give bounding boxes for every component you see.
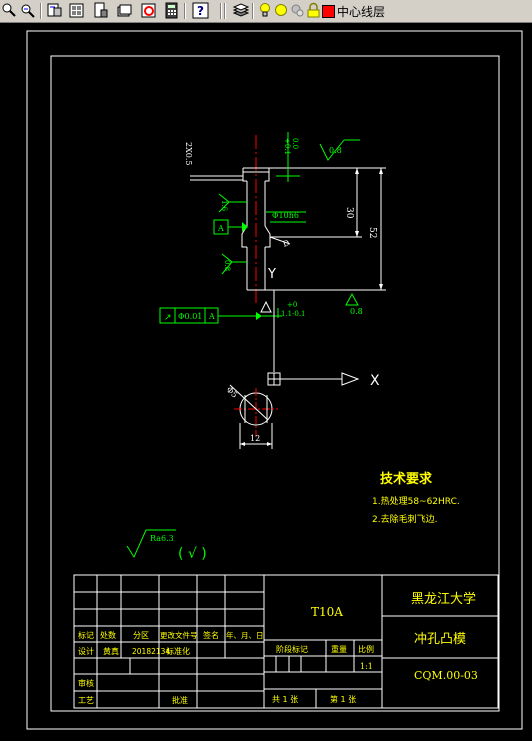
designer-name: 黄真 xyxy=(103,646,119,656)
sheet-outer-frame xyxy=(26,30,523,730)
part-taper-left xyxy=(241,225,248,248)
dia-shank-text: Φ10h6 xyxy=(272,211,299,220)
ucs-x-arrow xyxy=(341,372,360,386)
toolbar: ? 中心线层 xyxy=(0,0,532,23)
toolbar-separator xyxy=(220,3,222,19)
scale-label: 比例 xyxy=(358,644,374,654)
tol-top-text: +0.1 xyxy=(283,138,291,155)
hdr-count: 处数 xyxy=(100,630,116,640)
tol-bottom-text-3: 1.1 xyxy=(281,310,292,318)
review-label: 审核 xyxy=(78,678,94,688)
hdr-zone: 分区 xyxy=(133,631,149,640)
tol-top-text-2: 0.0 xyxy=(291,138,299,149)
roughness-left-text: 0.8 xyxy=(223,260,231,271)
part-name: 冲孔凸模 xyxy=(414,632,466,647)
notes-line-1: 1.热处理58~62HRC. xyxy=(372,495,460,507)
svg-text:?: ? xyxy=(197,4,204,18)
chamfer-text: 2X0.5 xyxy=(184,142,193,166)
zoom-realtime-icon[interactable] xyxy=(19,2,36,19)
layer-name[interactable]: 中心线层 xyxy=(337,5,386,19)
part-view: 30 52 2X0.5 +0.1 0.0 0.8 1.6 A Φ10h6 xyxy=(159,132,386,449)
help-icon[interactable]: ? xyxy=(192,2,209,19)
standardization-label: 标准化 xyxy=(166,646,190,656)
title-block-labels: 标记 处数 分区 更改文件号 签名 年、月、日 设计 黄真 20182134 标… xyxy=(78,630,374,705)
roughness-general-value: Ra6.3 xyxy=(150,534,174,543)
hdr-change-doc: 更改文件号 xyxy=(160,630,198,640)
design-center-icon[interactable] xyxy=(68,2,85,19)
bottom-marker xyxy=(260,300,272,313)
sun-icon[interactable] xyxy=(273,2,290,19)
hdr-date: 年、月、日 xyxy=(226,630,264,640)
part-head-left xyxy=(242,168,247,182)
approve-label: 批准 xyxy=(172,695,188,705)
part-head-right xyxy=(265,168,270,182)
part-taper-right xyxy=(264,225,271,248)
drawing-canvas[interactable]: 30 52 2X0.5 +0.1 0.0 0.8 1.6 A Φ10h6 xyxy=(0,22,532,741)
calculator-icon[interactable] xyxy=(163,2,180,19)
notes-title: 技术要求 xyxy=(380,471,433,487)
tol-bottom-text: +0 xyxy=(287,301,297,309)
bulb-icon[interactable] xyxy=(257,2,274,19)
roughness-top-text: 0.8 xyxy=(329,146,342,155)
roughness-general-paren: ( √ ) xyxy=(178,546,207,562)
hdr-mark: 标记 xyxy=(78,630,94,640)
design-label: 设计 xyxy=(78,646,94,656)
drawing-number: CQM.00-03 xyxy=(414,669,478,682)
gdt-value: Φ0.01 xyxy=(178,312,202,321)
dim-52-text: 52 xyxy=(367,227,377,238)
sheet-number: 第 1 张 xyxy=(330,694,356,704)
toolbar-separator xyxy=(184,3,186,19)
stage-mark-label: 阶段标记 xyxy=(276,644,308,654)
roughness-general-symbol xyxy=(126,529,176,559)
layer-manager-icon[interactable] xyxy=(232,2,249,19)
process-label: 工艺 xyxy=(78,696,94,705)
toolbar-separator xyxy=(40,3,42,19)
weight-label: 重量 xyxy=(331,644,347,654)
dia-hole-text: Φ5 xyxy=(225,385,240,400)
designer-id: 20182134 xyxy=(132,647,170,656)
gdt-symbol: ↗ xyxy=(164,313,172,323)
gdt-datum: A xyxy=(208,312,215,321)
roughness-symbol-top xyxy=(319,139,345,161)
axis-y-label: Y xyxy=(267,267,276,282)
properties-icon[interactable] xyxy=(46,2,63,19)
toolbar-separator xyxy=(252,3,254,19)
tool-palette-icon[interactable] xyxy=(92,2,109,19)
material-text: T10A xyxy=(311,605,343,619)
hdr-sign: 签名 xyxy=(203,630,219,640)
gdt-arrow xyxy=(256,312,262,320)
roughness-bottom-text: 0.8 xyxy=(350,307,363,316)
sheet-set-icon[interactable] xyxy=(116,2,133,19)
scale-value: 1:1 xyxy=(360,662,373,671)
title-block xyxy=(73,574,499,709)
d-text: D xyxy=(282,238,291,249)
toolbar-separator xyxy=(224,3,226,19)
zoom-previous-icon[interactable] xyxy=(1,2,18,19)
color-swatch-icon[interactable] xyxy=(322,5,335,18)
d-leader xyxy=(269,236,291,245)
sheet-inner-border xyxy=(50,55,500,712)
freeze-icon[interactable] xyxy=(289,2,306,19)
dim-30-text: 30 xyxy=(344,207,354,219)
tol-bottom-text-2: -0.1 xyxy=(292,310,306,318)
width-text: 12 xyxy=(250,434,260,443)
datum-triangle xyxy=(242,222,248,232)
roughness-16-text: 1.6 xyxy=(220,200,228,212)
axis-x-label: X xyxy=(370,373,380,389)
school-name: 黑龙江大学 xyxy=(411,591,476,607)
datum-letter: A xyxy=(217,224,224,233)
notes-line-2: 2.去除毛刺飞边. xyxy=(372,513,437,525)
dia-hole-leader xyxy=(229,384,269,421)
lock-icon[interactable] xyxy=(305,2,322,19)
sheets-total: 共 1 张 xyxy=(272,695,298,704)
roughness-symbol-bottom xyxy=(345,292,359,306)
markup-icon[interactable] xyxy=(140,2,157,19)
